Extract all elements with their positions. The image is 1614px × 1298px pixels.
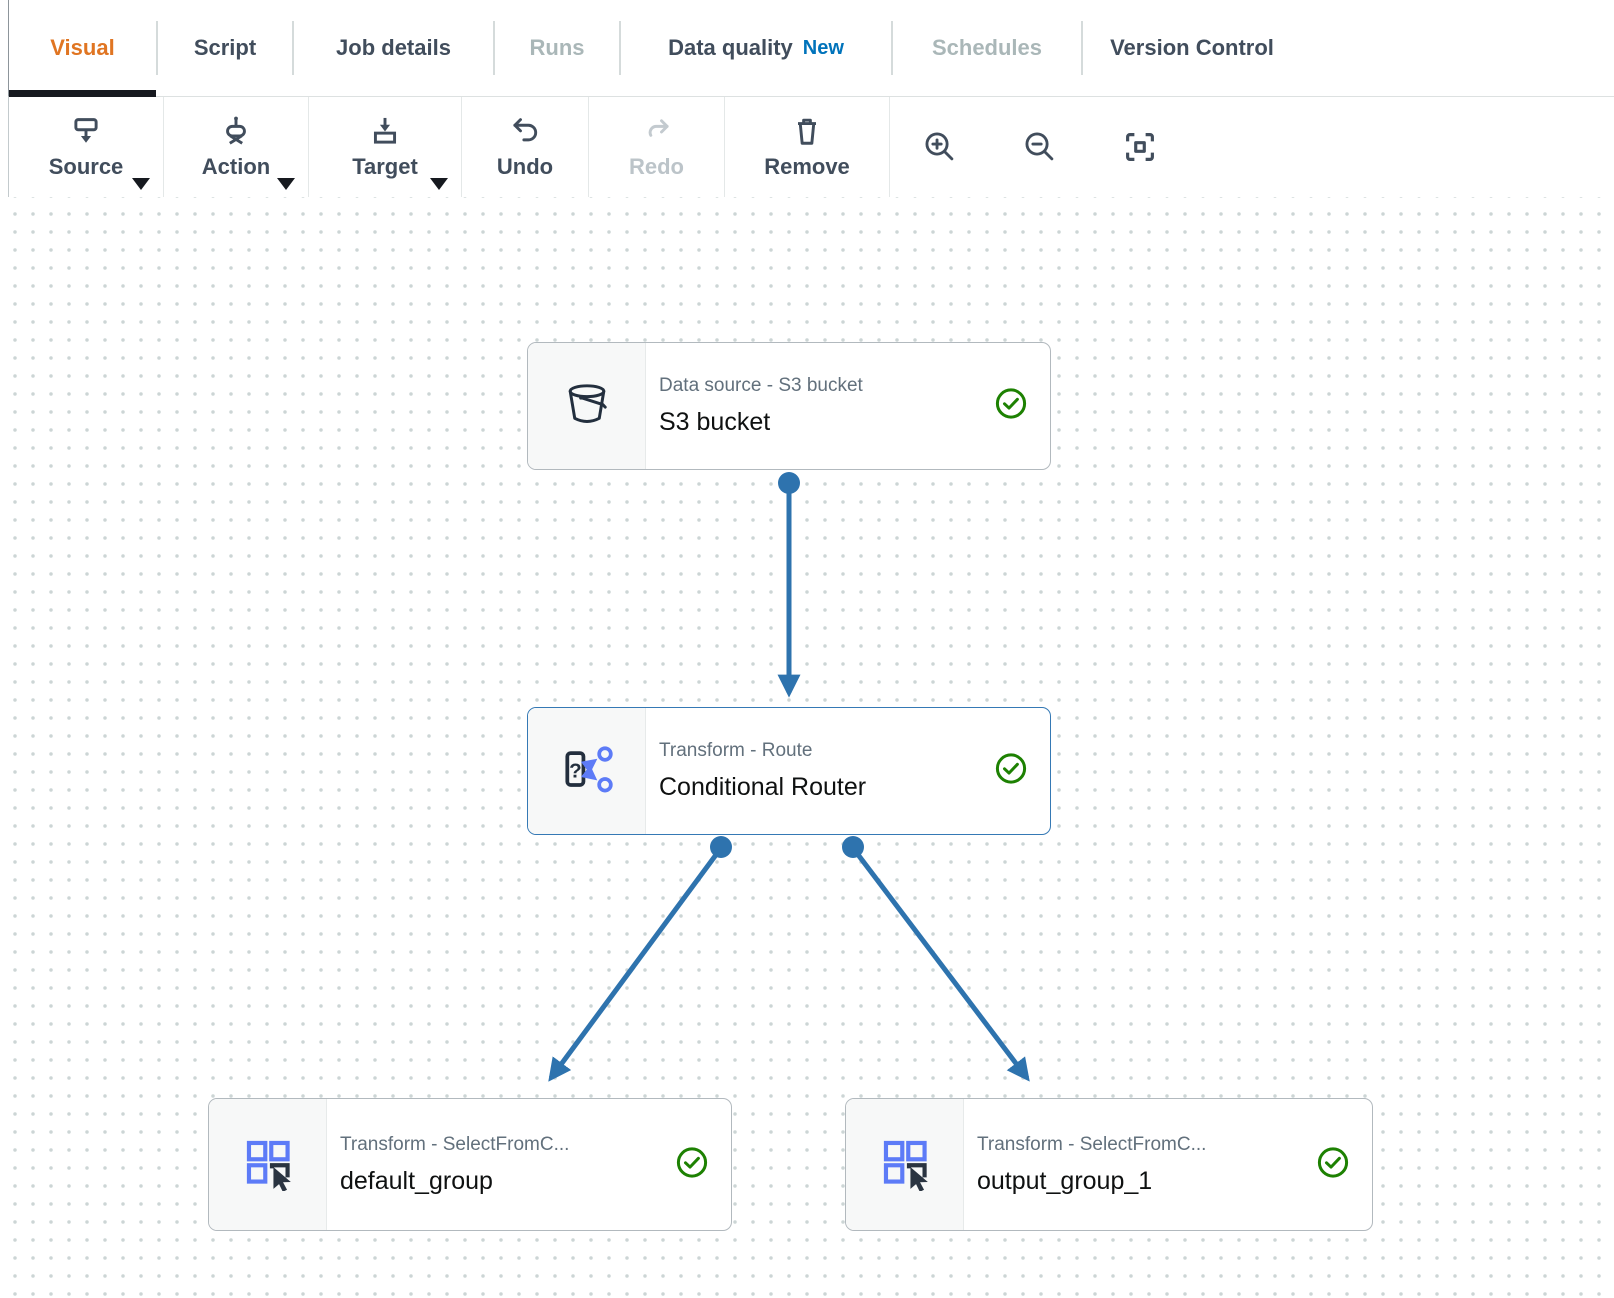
node-category: Transform - Route — [659, 740, 813, 761]
source-dropdown-button[interactable]: Source — [9, 97, 163, 197]
tab-version-control-label: Version Control — [1110, 35, 1274, 60]
node-s3-bucket[interactable]: Data source - S3 bucket S3 bucket — [527, 342, 1051, 470]
action-icon — [218, 114, 254, 150]
tab-divider — [156, 21, 158, 75]
undo-icon — [507, 114, 543, 150]
node-icon-pane: ? — [528, 708, 646, 834]
connection-port[interactable] — [710, 836, 732, 858]
trash-icon — [789, 114, 825, 150]
node-icon-pane — [528, 343, 646, 469]
tab-runs-label: Runs — [529, 35, 585, 60]
canvas-toolbar: Source Action — [8, 97, 1614, 197]
chevron-down-icon — [430, 178, 448, 190]
tab-schedules[interactable]: Schedules — [893, 0, 1081, 96]
remove-button[interactable]: Remove — [725, 97, 889, 197]
active-tab-indicator — [9, 90, 156, 97]
remove-label: Remove — [764, 154, 850, 179]
route-transform-icon: ? — [557, 739, 617, 804]
toolbar-divider — [163, 97, 164, 197]
toolbar-divider — [588, 97, 589, 197]
zoom-out-icon — [1021, 128, 1059, 166]
valid-check-icon — [675, 1145, 709, 1184]
redo-label: Redo — [629, 154, 684, 179]
tab-data-quality[interactable]: Data quality New — [621, 0, 891, 96]
zoom-in-icon — [921, 128, 959, 166]
node-name: default_group — [340, 1166, 493, 1195]
node-name: Conditional Router — [659, 773, 867, 801]
source-label: Source — [48, 154, 124, 179]
node-conditional-router[interactable]: ? Transform - Route Conditional Router — [527, 707, 1051, 835]
node-text: Data source - S3 bucket S3 bucket — [646, 343, 863, 469]
svg-text:?: ? — [569, 759, 582, 782]
select-from-collection-icon — [876, 1133, 934, 1196]
valid-check-icon — [1316, 1145, 1350, 1184]
tab-data-quality-label: Data quality — [668, 35, 793, 60]
source-icon — [68, 114, 104, 150]
tab-divider — [619, 21, 621, 75]
new-badge: New — [802, 36, 844, 59]
tab-script-label: Script — [193, 35, 257, 60]
node-icon-pane — [846, 1099, 964, 1230]
action-dropdown-button[interactable]: Action — [164, 97, 308, 197]
toolbar-divider — [724, 97, 725, 197]
fit-to-view-icon — [1122, 129, 1158, 165]
tab-visual-label: Visual — [50, 35, 115, 60]
tab-job-details-label: Job details — [336, 35, 451, 60]
connection-port[interactable] — [778, 472, 800, 494]
tab-job-details[interactable]: Job details — [294, 0, 493, 96]
undo-label: Undo — [496, 154, 554, 179]
tab-script[interactable]: Script — [158, 0, 292, 96]
redo-button[interactable]: Redo — [589, 97, 724, 197]
toolbar-divider — [461, 97, 462, 197]
node-category: Transform - SelectFromC... — [977, 1133, 1207, 1155]
node-name: S3 bucket — [659, 408, 771, 436]
tab-version-control[interactable]: Version Control — [1083, 0, 1301, 96]
target-dropdown-button[interactable]: Target — [309, 97, 461, 197]
node-name: output_group_1 — [977, 1166, 1153, 1195]
valid-check-icon — [994, 752, 1028, 791]
node-output-group-1[interactable]: Transform - SelectFromC... output_group_… — [845, 1098, 1373, 1231]
tab-runs[interactable]: Runs — [495, 0, 619, 96]
select-from-collection-icon — [239, 1133, 297, 1196]
valid-check-icon — [994, 387, 1028, 426]
node-icon-pane — [209, 1099, 327, 1230]
edge-router-to-output-group — [851, 846, 1030, 1082]
target-label: Target — [352, 154, 418, 179]
s3-bucket-icon — [559, 376, 615, 437]
chevron-down-icon — [277, 178, 295, 190]
zoom-out-button[interactable] — [990, 97, 1090, 197]
tab-divider — [891, 21, 893, 75]
tab-schedules-label: Schedules — [931, 35, 1043, 60]
connection-port[interactable] — [842, 836, 864, 858]
target-icon — [367, 114, 403, 150]
node-category: Data source - S3 bucket — [659, 375, 863, 396]
editor-tab-bar: Visual Script Job details Runs Data qual… — [8, 0, 1614, 97]
zoom-in-button[interactable] — [890, 97, 990, 197]
edge-router-to-default-group — [548, 846, 724, 1082]
edges-overlay — [548, 472, 1030, 1082]
node-category: Transform - SelectFromC... — [340, 1133, 570, 1155]
tab-divider — [292, 21, 294, 75]
tab-divider — [1081, 21, 1083, 75]
action-label: Action — [201, 154, 271, 179]
redo-icon — [639, 114, 675, 150]
fit-to-view-button[interactable] — [1090, 97, 1190, 197]
toolbar-divider — [889, 97, 890, 197]
tab-visual[interactable]: Visual — [9, 0, 156, 96]
toolbar-divider — [308, 97, 309, 197]
node-text: Transform - Route Conditional Router — [646, 708, 866, 834]
job-diagram-canvas[interactable]: Data source - S3 bucket S3 bucket ? — [0, 197, 1614, 1298]
node-text: Transform - SelectFromC... default_group — [327, 1099, 569, 1230]
tab-divider — [493, 21, 495, 75]
node-default-group[interactable]: Transform - SelectFromC... default_group — [208, 1098, 732, 1231]
chevron-down-icon — [132, 178, 150, 190]
node-text: Transform - SelectFromC... output_group_… — [964, 1099, 1206, 1230]
undo-button[interactable]: Undo — [462, 97, 588, 197]
